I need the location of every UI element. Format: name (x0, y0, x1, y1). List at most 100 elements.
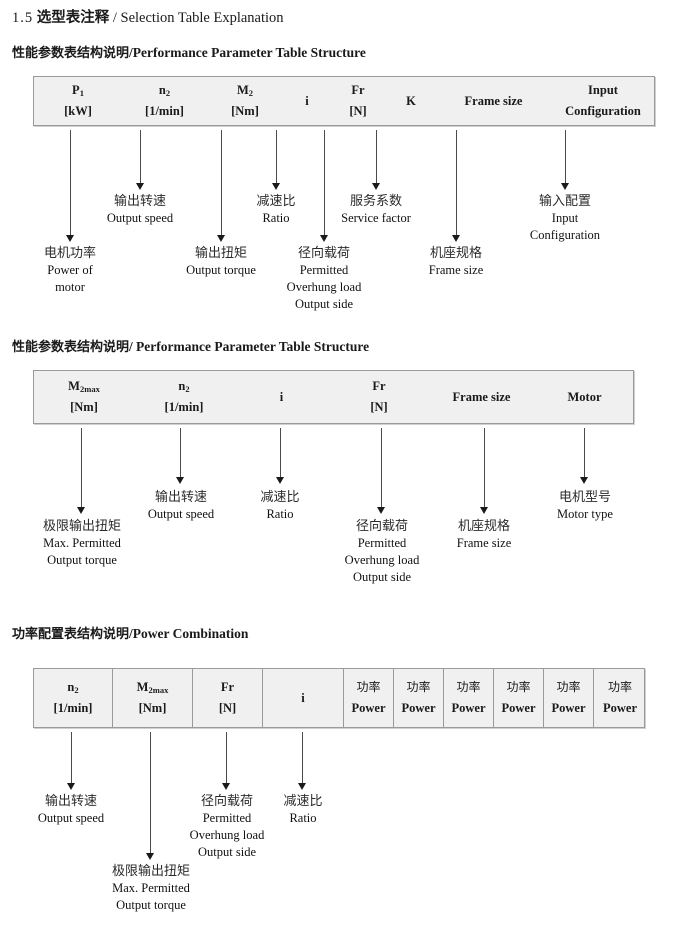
caption-cn: 输出扭矩 (194, 246, 248, 261)
caption-en-line: Overhung load (286, 279, 362, 294)
table3-col-n2: n2 [1/min] (34, 669, 113, 727)
table3-col-power-6-cn: 功率 (607, 679, 632, 694)
caption-en-line: Service factor (341, 211, 411, 226)
table2-col-i-symbol: i (279, 389, 284, 404)
caption-cn: 输出转速 (113, 194, 166, 209)
caption-cn: 输出转速 (44, 794, 97, 809)
arrow-input-configuration (561, 130, 570, 190)
arrow-permitted-overhung-load (320, 130, 329, 242)
table2-col-motor: Motor (534, 371, 635, 423)
caption-frame-size-2: 机座规格 Frame size (457, 518, 512, 552)
section-heading-cn: 性能参数表结构说明 (12, 340, 130, 355)
caption-cn: 机座规格 (429, 246, 482, 261)
table1-col-input-config-unit: Configuration (565, 104, 641, 118)
table2-col-fr: Fr [N] (329, 371, 429, 423)
section-heading-cn: 功率配置表结构说明 (12, 627, 130, 642)
table1-col-fr: Fr [N] (331, 77, 385, 125)
section-heading-performance-1: 性能参数表结构说明/Performance Parameter Table St… (12, 42, 366, 61)
caption-power-of-motor: 电机功率 Power of motor (44, 245, 96, 296)
caption-en-line: Max. Permitted (43, 536, 121, 551)
table3-col-m2max-symbol: M2max (136, 680, 169, 696)
table2-col-frame-size-symbol: Frame size (452, 389, 511, 404)
table3-col-i-symbol: i (301, 690, 305, 705)
caption-en-line: Input (551, 211, 579, 226)
table2-col-i: i (234, 371, 329, 423)
arrow-frame-size-2 (480, 428, 489, 514)
caption-cn: 输出转速 (154, 490, 207, 505)
table1-col-fr-unit: [N] (349, 104, 367, 118)
table1-col-n2: n2 [1/min] (122, 77, 207, 125)
caption-en-line: Output side (198, 844, 256, 859)
caption-en-line: Ratio (289, 811, 317, 826)
caption-cn: 极限输出扭矩 (111, 864, 191, 879)
caption-ratio: 减速比 Ratio (256, 193, 295, 227)
caption-cn: 减速比 (256, 194, 296, 209)
caption-output-speed-2: 输出转速 Output speed (148, 489, 214, 523)
caption-cn: 电机型号 (558, 490, 611, 505)
caption-ratio-2: 减速比 Ratio (260, 489, 299, 523)
caption-en-line: motor (55, 279, 85, 294)
caption-en-line: Output torque (186, 263, 256, 278)
performance-parameter-table-1: P1 [kW] n2 [1/min] M2 [Nm] i Fr [N] K Fr… (33, 76, 655, 126)
table3-col-power-4-label: Power (501, 700, 536, 715)
caption-cn: 服务系数 (349, 194, 403, 209)
table2-col-m2max: M2max [Nm] (34, 371, 134, 423)
arrow-service-factor (372, 130, 381, 190)
table2-col-n2-unit: [1/min] (164, 400, 204, 414)
arrow-max-permitted-output-torque-3 (146, 732, 155, 860)
table3-col-power-3-cn: 功率 (456, 679, 481, 694)
arrow-permitted-overhung-load-3 (222, 732, 231, 790)
caption-cn: 输入配置 (538, 194, 592, 209)
table1-col-p1-symbol: P1 (72, 83, 84, 99)
page-title: 1.5 选型表注释 / Selection Table Explanation (12, 6, 284, 27)
caption-output-speed: 输出转速 Output speed (107, 193, 173, 227)
caption-cn: 机座规格 (457, 519, 510, 534)
caption-ratio-3: 减速比 Ratio (283, 793, 322, 827)
table3-col-power-2: 功率 Power (394, 669, 444, 727)
caption-permitted-overhung-load-2: 径向载荷 Permitted Overhung load Output side (345, 518, 420, 585)
caption-en-line: Permitted (299, 263, 349, 278)
table2-col-m2max-unit: [Nm] (70, 400, 98, 414)
table1-col-k-symbol: K (406, 93, 416, 108)
table2-col-fr-unit: [N] (370, 400, 388, 414)
power-combination-table: n2 [1/min] M2max [Nm] Fr [N] i 功率 Power … (33, 668, 645, 728)
page-title-en: Selection Table Explanation (120, 10, 284, 26)
table2-col-n2-symbol: n2 (178, 379, 190, 395)
table3-col-power-5-cn: 功率 (556, 679, 581, 694)
table3-col-i: i (263, 669, 344, 727)
table3-col-power-2-label: Power (401, 700, 436, 715)
table3-col-fr: Fr [N] (193, 669, 263, 727)
arrow-frame-size (452, 130, 461, 242)
table1-col-i-symbol: i (305, 93, 309, 108)
arrow-ratio-3 (298, 732, 307, 790)
caption-en-line: Frame size (428, 263, 484, 278)
table2-col-frame-size: Frame size (429, 371, 534, 423)
section-heading-sep: / (129, 45, 133, 60)
caption-en-line: Output torque (47, 552, 117, 567)
table1-col-n2-symbol: n2 (158, 83, 171, 99)
caption-en-line: Ratio (266, 507, 294, 522)
caption-output-torque: 输出扭矩 Output torque (186, 245, 256, 279)
section-heading-power-combination: 功率配置表结构说明/Power Combination (12, 623, 248, 642)
table3-col-power-1-label: Power (351, 700, 386, 715)
caption-en-line: Output side (353, 569, 411, 584)
arrow-output-speed-3 (67, 732, 76, 790)
table3-col-m2max: M2max [Nm] (113, 669, 193, 727)
caption-output-speed-3: 输出转速 Output speed (38, 793, 104, 827)
caption-cn: 减速比 (283, 794, 323, 809)
section-heading-sep: / (129, 339, 133, 354)
table3-col-power-4-cn: 功率 (506, 679, 531, 694)
table3-col-n2-unit: [1/min] (53, 701, 93, 715)
table2-col-m2max-symbol: M2max (68, 379, 100, 395)
caption-en-line: Ratio (262, 211, 290, 226)
caption-en-line: Permitted (357, 536, 407, 551)
caption-en-line: Permitted (202, 811, 252, 826)
arrow-output-speed (136, 130, 145, 190)
caption-cn: 极限输出扭矩 (42, 519, 122, 534)
caption-en-line: Configuration (529, 227, 601, 242)
caption-cn: 减速比 (260, 490, 300, 505)
arrow-output-speed-2 (176, 428, 185, 484)
table1-col-m2-symbol: M2 (236, 83, 254, 99)
table2-col-n2: n2 [1/min] (134, 371, 234, 423)
table1-col-m2: M2 [Nm] (207, 77, 283, 125)
